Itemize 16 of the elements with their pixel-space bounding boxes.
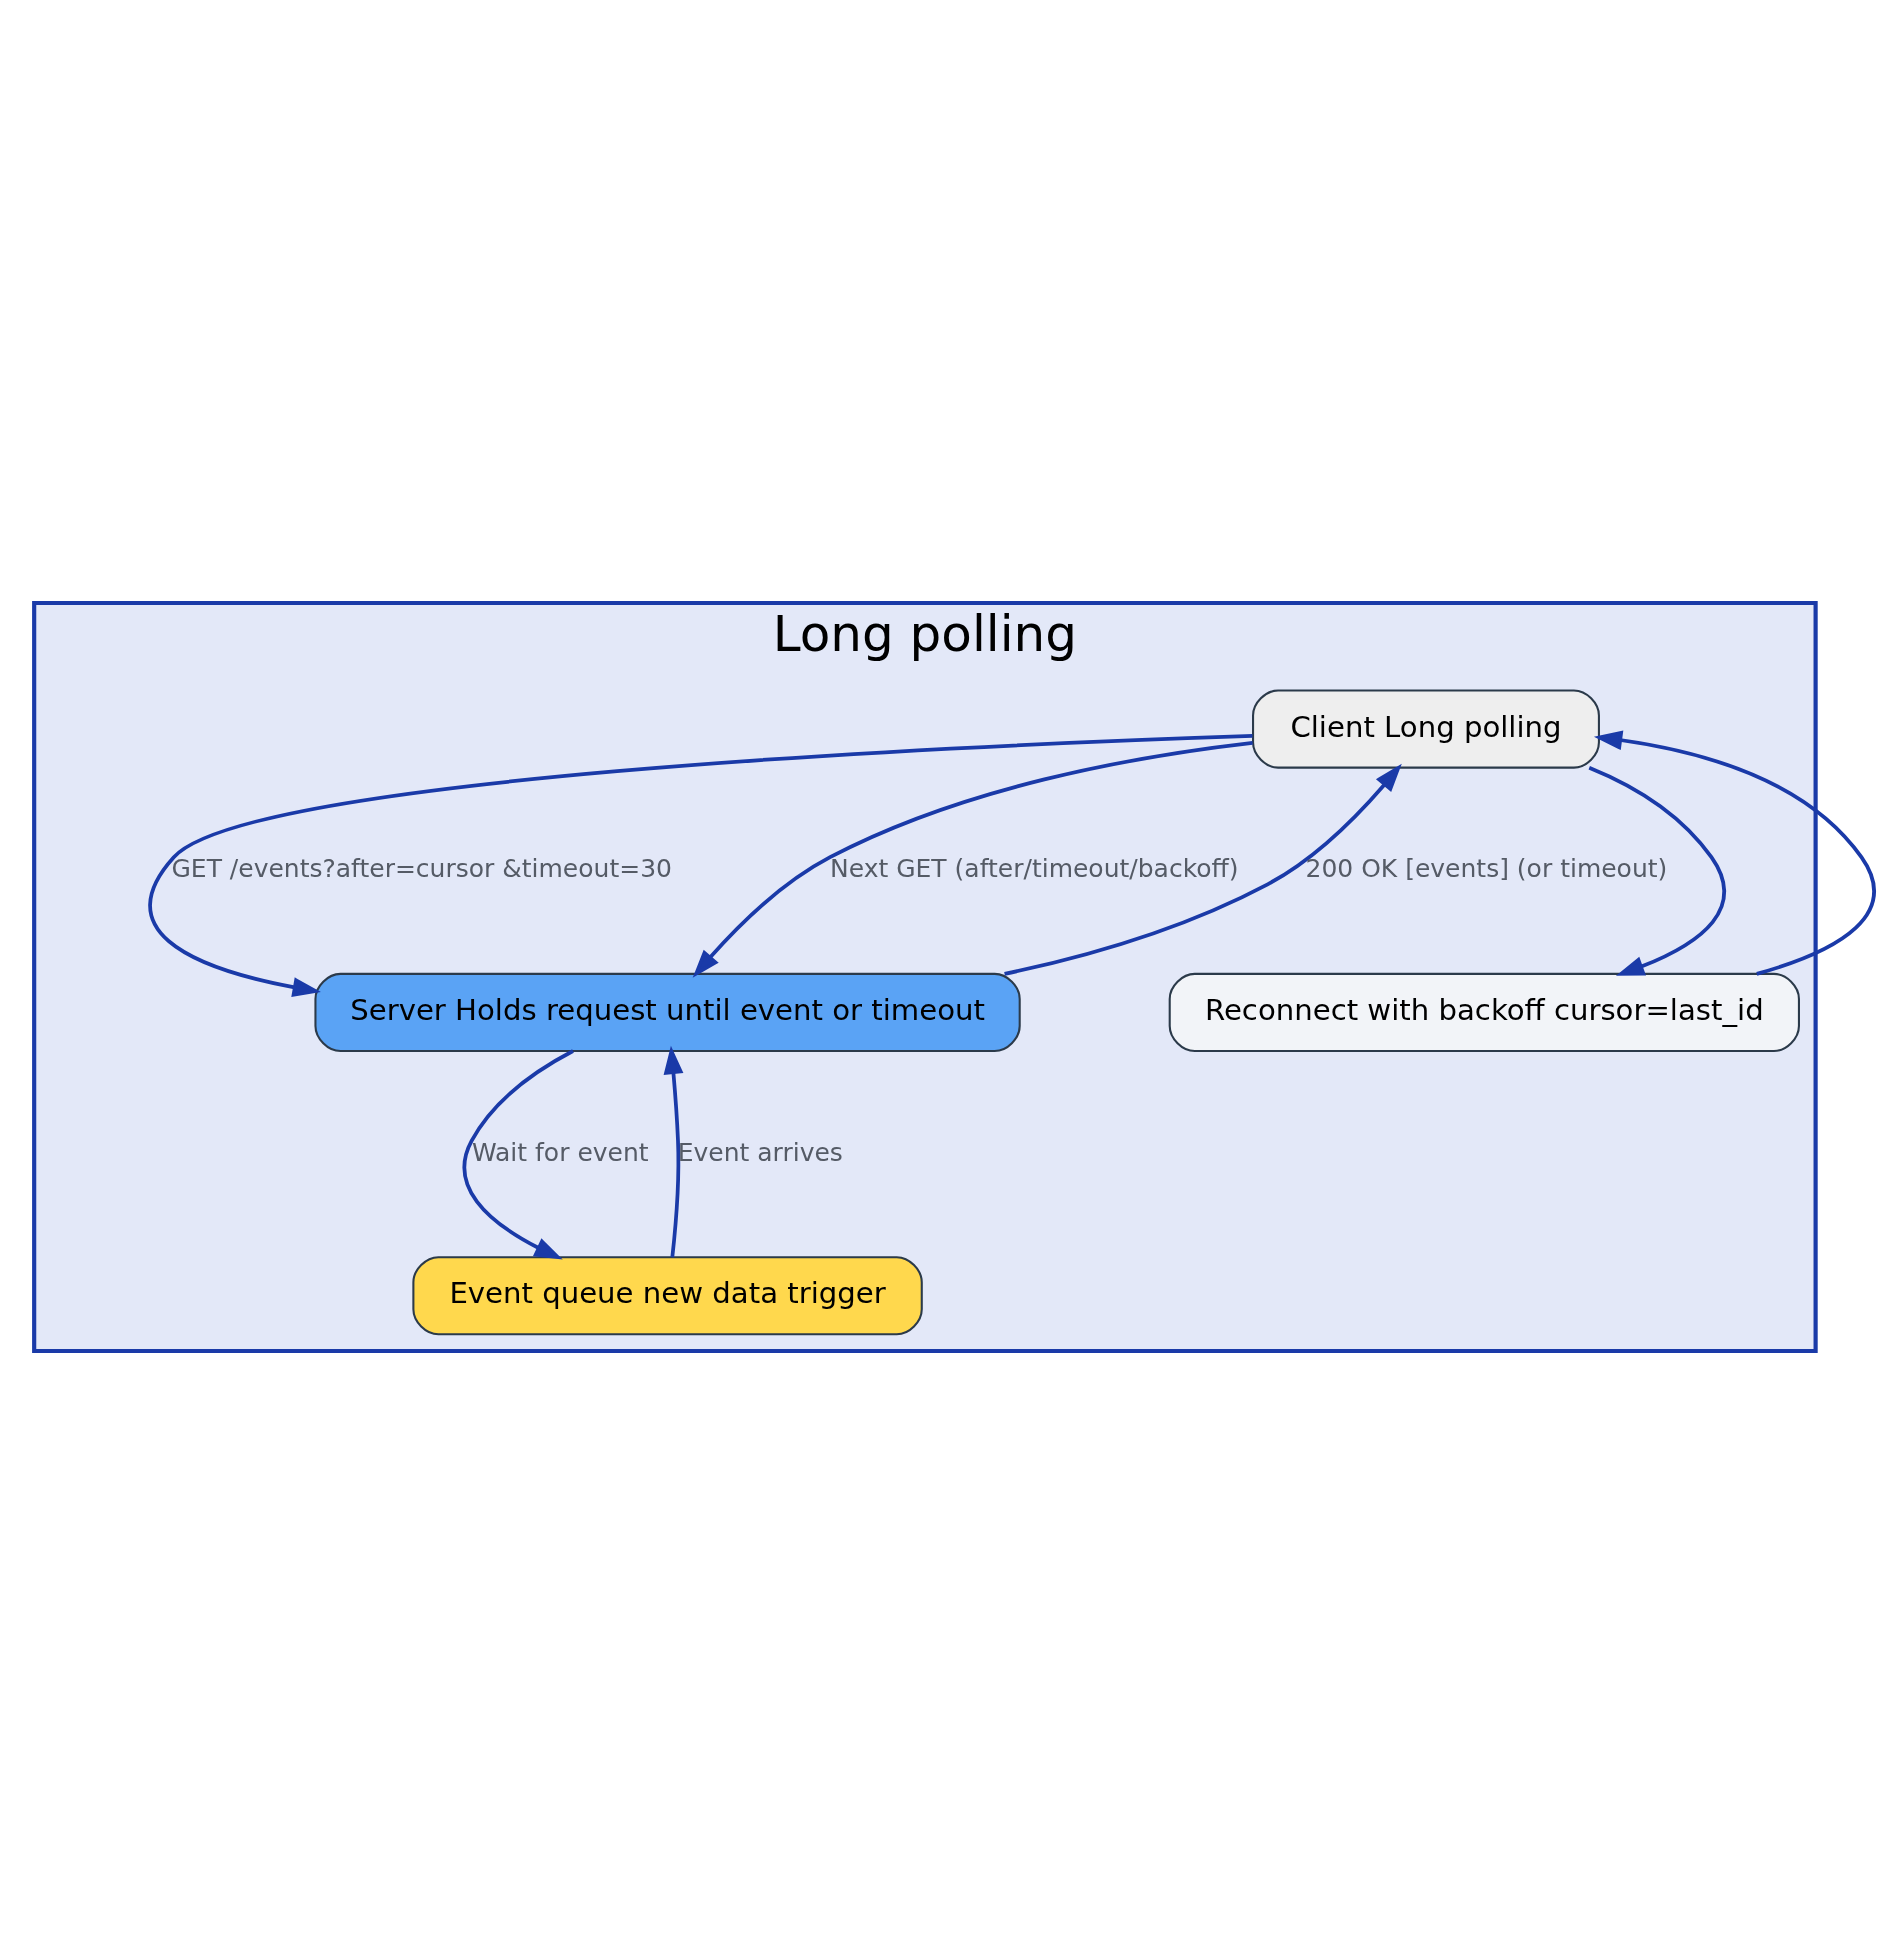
arrow (148, 734, 1253, 997)
node-box: Client Long polling (1252, 689, 1600, 769)
edge-label: 200 OK [events] (or timeout) (1305, 854, 1668, 884)
arrow (692, 740, 1253, 978)
node-box: Reconnect with backoff cursor=last_id (1168, 972, 1800, 1052)
arrow (1588, 766, 1727, 976)
node-box: Event queue new data trigger (412, 1256, 923, 1336)
arrow (1593, 730, 1876, 976)
edge-label: Wait for event (471, 1137, 649, 1167)
arrow (1004, 763, 1402, 976)
edge-label: Event arrives (677, 1137, 843, 1167)
arrow (663, 1045, 684, 1258)
edge-label: Next GET (after/timeout/backoff) (830, 854, 1239, 884)
edge-label: GET /events?after=cursor &timeout=30 (171, 854, 672, 884)
arrow (462, 1049, 574, 1260)
node-box: Server Holds request until event or timeout (314, 972, 1021, 1052)
